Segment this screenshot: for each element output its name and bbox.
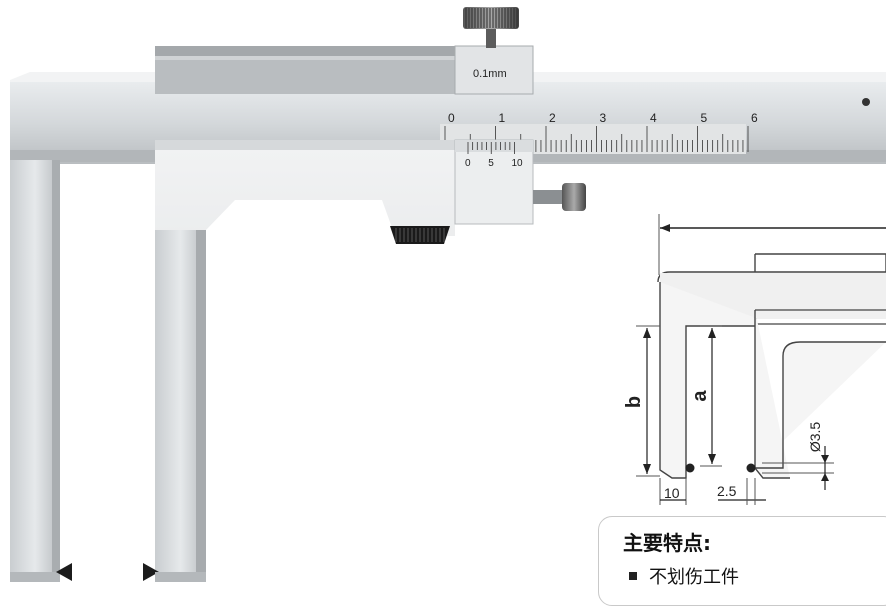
main-scale-number: 5 xyxy=(701,111,708,125)
main-scale-number: 3 xyxy=(600,111,607,125)
vernier-scale-numbers: 0 5 10 xyxy=(465,158,523,169)
main-scale-number: 6 xyxy=(751,111,758,125)
main-scale-number: 4 xyxy=(650,111,657,125)
slider-top-bar xyxy=(155,46,455,94)
feature-item-text: 不划伤工件 xyxy=(649,567,739,588)
main-scale-numbers: 0 1 2 3 4 5 6 xyxy=(448,111,758,125)
vernier-block xyxy=(454,139,534,225)
dim-label-b: b xyxy=(623,396,645,408)
fine-adjust-pad[interactable] xyxy=(390,226,450,244)
features-panel: 主要特点: 不划伤工件 xyxy=(598,516,886,606)
bullet-icon xyxy=(629,572,637,580)
movable-jaw-tip-icon xyxy=(143,563,159,581)
fixed-jaw xyxy=(10,160,72,582)
main-scale-number: 0 xyxy=(448,111,455,125)
movable-jaw[interactable] xyxy=(143,140,455,582)
fixed-jaw-tip-icon xyxy=(56,563,72,581)
feature-list-item: 不划伤工件 xyxy=(629,563,739,589)
vernier-number: 0 xyxy=(465,158,471,169)
vernier-number: 10 xyxy=(512,158,524,169)
main-scale-number: 2 xyxy=(549,111,556,125)
dimension-diagram xyxy=(636,214,886,505)
lock-screw-icon[interactable] xyxy=(463,7,519,48)
caliper-illustration: 0 1 2 3 4 5 6 0.1mm 0 5 10 xyxy=(10,7,886,582)
dim-label-a: a xyxy=(689,390,711,402)
dim-label-2-5: 2.5 xyxy=(717,483,737,499)
vernier-number: 5 xyxy=(488,158,494,169)
features-title: 主要特点: xyxy=(623,531,711,555)
beam-hole xyxy=(862,98,870,106)
resolution-label: 0.1mm xyxy=(473,68,507,80)
resolution-plate xyxy=(454,45,534,95)
main-scale-number: 1 xyxy=(499,111,506,125)
dim-label-10: 10 xyxy=(664,485,680,501)
dim-label-diameter: Ø3.5 xyxy=(807,422,823,453)
vernier-scale-ticks xyxy=(467,142,515,154)
side-screw-icon[interactable] xyxy=(533,183,586,211)
